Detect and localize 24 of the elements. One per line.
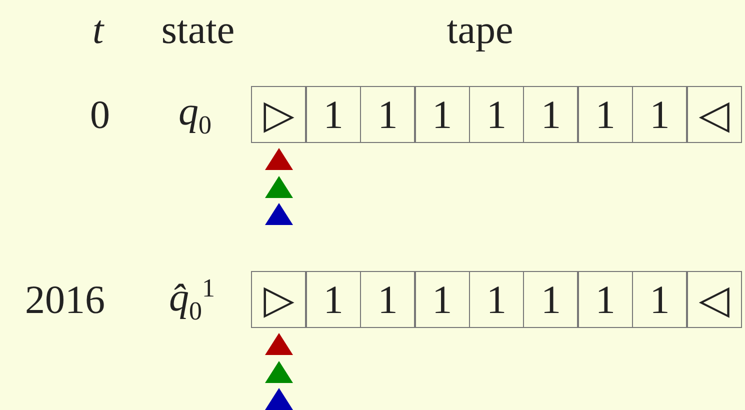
table-label: tape [446,10,514,50]
tape-cell: ▷ [251,86,307,143]
tape-cell: 1 [468,271,524,328]
tape-cell: 1 [414,86,470,143]
tape-cell: 1 [523,271,579,328]
tape-cell: 1 [523,86,579,143]
tape-cell: 1 [360,271,416,328]
tape-cell: 1 [360,86,416,143]
tape-cell: 1 [468,86,524,143]
table-label: q$_{0}$ [178,92,212,138]
table-label: state [161,10,235,50]
table-label: 2016 [25,280,105,320]
tape-cell: ◁ [686,86,742,143]
tape-cell: 1 [305,271,362,328]
tape-cell: 1 [577,271,634,328]
table-label: t [92,10,104,50]
tape-cell: ▷ [251,271,307,328]
tape-cell: 1 [414,271,470,328]
table-label: 0 [90,95,110,135]
tape-cell: 1 [632,271,688,328]
tape-cell: 1 [577,86,634,143]
tape-cell: 1 [632,86,688,143]
tape-cell: ◁ [686,271,742,328]
tape-cell: 1 [305,86,362,143]
